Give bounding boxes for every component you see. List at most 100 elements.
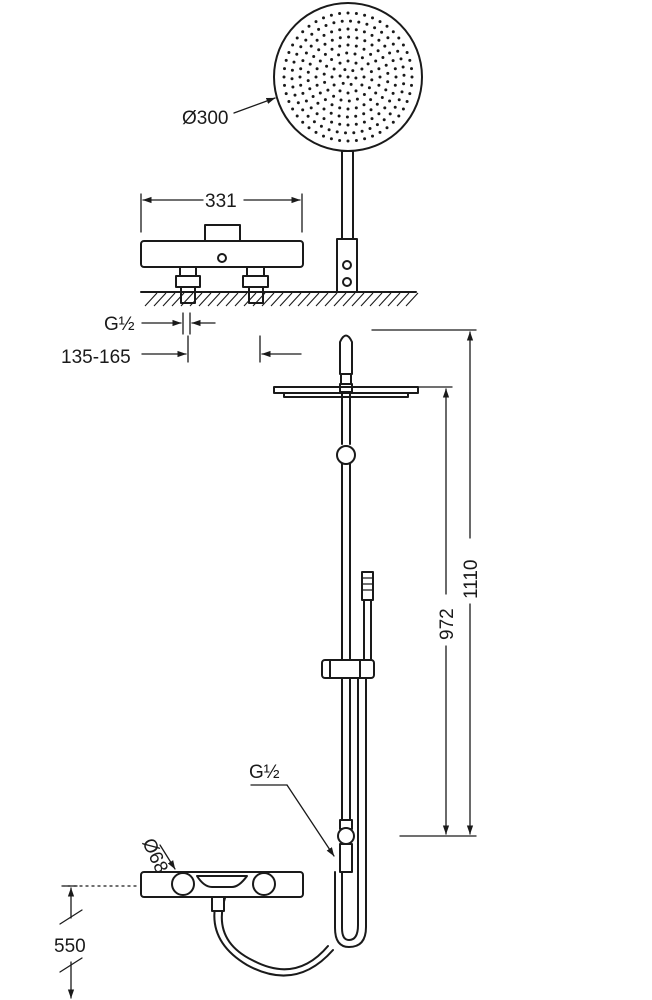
- nozzle-dot: [329, 13, 333, 17]
- nozzle-dot: [295, 114, 299, 118]
- nozzle-dot: [354, 122, 358, 126]
- nozzle-dot: [354, 89, 358, 93]
- nozzle-dot: [354, 76, 358, 80]
- nozzle-dot: [287, 51, 291, 54]
- nozzle-dot: [322, 16, 325, 20]
- nozzle-dot: [290, 68, 294, 72]
- nozzle-dot: [332, 67, 336, 71]
- nozzle-dot: [396, 49, 400, 53]
- nozzle-dot: [384, 63, 388, 67]
- nozzle-dot: [375, 102, 379, 106]
- nozzle-dot: [397, 36, 401, 40]
- hatch-line: [297, 292, 311, 307]
- nozzle-dot: [309, 106, 313, 110]
- nozzle-dot: [354, 106, 358, 110]
- nozzle-dot: [381, 56, 385, 59]
- hatch-line: [207, 292, 221, 307]
- nozzle-dot: [362, 75, 366, 79]
- nozzle-dot: [400, 90, 404, 94]
- nozzle-dot: [401, 107, 405, 111]
- riser-pipe: [336, 334, 356, 821]
- nozzle-dot: [322, 117, 326, 121]
- nozzle-dot: [315, 67, 319, 71]
- nozzle-dot: [360, 83, 364, 87]
- nozzle-dot: [301, 30, 305, 34]
- nozzle-dot: [373, 26, 377, 30]
- nozzle-dot: [338, 61, 342, 65]
- nozzle-dot: [370, 33, 374, 37]
- nozzle-dot: [362, 47, 366, 51]
- nozzle-dot: [343, 68, 347, 72]
- nozzle-dot: [368, 127, 372, 130]
- hatch-line: [261, 292, 275, 307]
- dim-972-label: 972: [437, 608, 458, 640]
- nozzle-dot: [383, 106, 387, 110]
- nozzle-dot: [388, 51, 392, 55]
- nozzle-dot: [382, 118, 386, 122]
- nozzle-dot: [370, 43, 374, 47]
- hatch-line: [288, 292, 302, 307]
- nozzle-dot: [365, 22, 369, 26]
- nozzle-dot: [362, 112, 366, 116]
- nozzle-dot: [338, 89, 342, 93]
- thermostat-front-view: [140, 871, 304, 912]
- nozzle-dot: [360, 56, 364, 60]
- nozzle-dot: [299, 67, 303, 71]
- hatch-line: [369, 292, 383, 307]
- nozzle-dot: [338, 44, 342, 48]
- nozzle-dot: [405, 100, 409, 103]
- nozzle-dot: [304, 38, 308, 42]
- nozzle-dot: [319, 124, 323, 128]
- nozzle-dot: [298, 75, 302, 79]
- nozzle-dot: [351, 69, 355, 73]
- nozzle-dot: [284, 58, 288, 62]
- nozzle-dot: [307, 126, 311, 130]
- nozzle-dot: [282, 75, 286, 79]
- nozzle-dot: [340, 19, 344, 23]
- nozzle-dot: [338, 28, 342, 32]
- nozzle-dot: [326, 88, 330, 92]
- hatch-line: [324, 292, 338, 307]
- nozzle-dot: [308, 62, 312, 66]
- nozzle-dot: [383, 44, 387, 48]
- centres-label: 135-165: [61, 347, 131, 368]
- nozzle-dot: [347, 35, 351, 39]
- nozzle-dot: [323, 52, 327, 56]
- nozzle-dot: [346, 139, 350, 143]
- nozzle-dot: [330, 58, 334, 61]
- nozzle-dot: [332, 21, 336, 25]
- nozzle-dot: [378, 20, 382, 24]
- nozzle-dot: [283, 83, 286, 87]
- lower-connector: [337, 819, 355, 873]
- hatch-line: [216, 292, 230, 307]
- nozzle-dot: [408, 92, 412, 96]
- hatch-line: [360, 292, 374, 307]
- nozzle-dot: [369, 98, 373, 102]
- nozzle-dot: [312, 55, 316, 58]
- nozzle-dot: [408, 58, 412, 62]
- nozzle-dot: [410, 75, 414, 79]
- nozzle-dot: [391, 120, 395, 124]
- nozzle-dot: [388, 112, 392, 116]
- nozzle-dot: [347, 99, 351, 103]
- nozzle-dot: [354, 61, 358, 65]
- nozzle-dot: [338, 12, 342, 15]
- nozzle-dot: [310, 32, 314, 36]
- nozzle-dot: [287, 100, 291, 103]
- nozzle-dot: [345, 115, 349, 119]
- nozzle-dot: [317, 27, 321, 31]
- nozzle-dot: [377, 112, 381, 116]
- nozzle-dot: [376, 49, 380, 53]
- hatch-line: [315, 292, 329, 307]
- nozzle-dot: [394, 75, 398, 79]
- nozzle-dot: [301, 59, 305, 63]
- nozzle-dot: [318, 59, 322, 63]
- nozzle-dot: [362, 120, 366, 124]
- nozzle-dot: [341, 81, 345, 85]
- dim-550-break-top: [59, 909, 83, 925]
- nozzle-dot: [377, 83, 381, 87]
- nozzle-dot: [330, 38, 334, 42]
- nozzle-dot: [296, 101, 300, 105]
- nozzle-dot: [367, 86, 371, 90]
- hatch-line: [171, 292, 185, 307]
